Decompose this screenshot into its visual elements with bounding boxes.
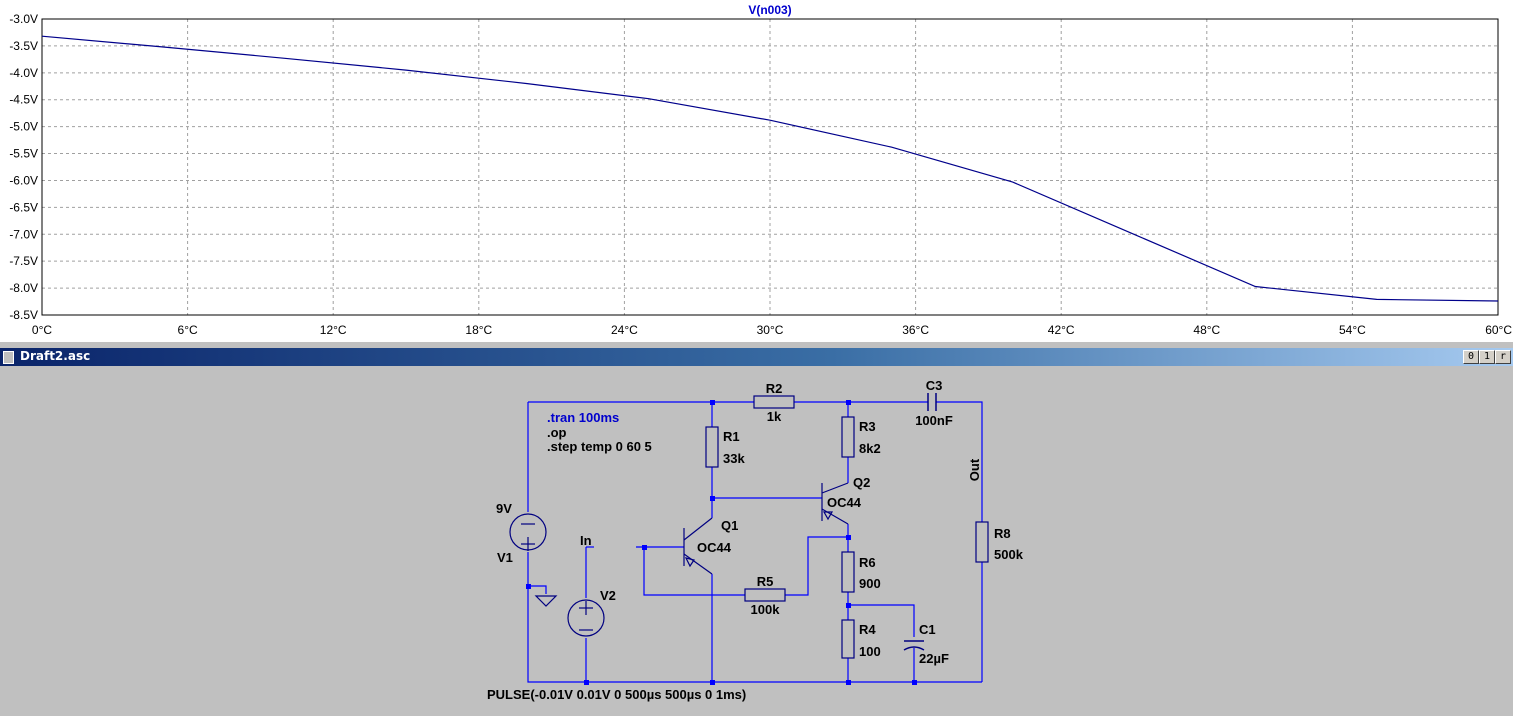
label-r4-value[interactable]: 100 [859, 644, 881, 659]
voltage-sources[interactable] [509, 513, 605, 637]
y-axis-ticks: -3.0V -3.5V -4.0V -4.5V -5.0V -5.5V -6.0V -6.5V… [9, 12, 38, 322]
transistor-q2-emitter-arrow [822, 511, 834, 521]
x-tick-label: 6°C [178, 323, 198, 337]
transistors[interactable] [683, 482, 849, 575]
label-r6-value[interactable]: 900 [859, 576, 881, 591]
label-r6-name[interactable]: R6 [859, 555, 876, 570]
resistor-r2-symbol [753, 395, 795, 409]
y-tick-label: -4.0V [9, 66, 38, 80]
label-r5-name[interactable]: R5 [757, 574, 774, 589]
label-v2-name[interactable]: V2 [600, 588, 616, 603]
resistor-r5-symbol [744, 588, 786, 602]
capacitor-c1-plate-b [903, 646, 925, 651]
x-tick-label: 60°C [1485, 323, 1512, 337]
y-tick-label: -7.5V [9, 254, 38, 268]
plot-grid [42, 19, 1498, 315]
label-q2-value[interactable]: OC44 [827, 495, 862, 510]
label-r8-value[interactable]: 500k [994, 547, 1024, 562]
resistors[interactable] [705, 395, 989, 659]
label-r2-name[interactable]: R2 [766, 381, 783, 396]
label-c3-name[interactable]: C3 [926, 378, 943, 393]
schematic-editor[interactable]: .tran 100ms .op .step temp 0 60 5 R1 33k… [0, 366, 1513, 711]
x-axis-ticks: 0°C 6°C 12°C 18°C 24°C 30°C 36°C 42°C 48°C 54°C 60… [32, 323, 1512, 337]
trace-title[interactable]: V(n003) [748, 3, 791, 17]
label-r2-value[interactable]: 1k [767, 409, 782, 424]
x-tick-label: 48°C [1193, 323, 1220, 337]
plot-frame [41, 18, 1499, 316]
label-r1-name[interactable]: R1 [723, 429, 740, 444]
resistor-r4-symbol [841, 619, 855, 659]
resistor-r3-symbol [841, 416, 855, 458]
label-c1-value[interactable]: 22µF [919, 651, 949, 666]
y-tick-label: -3.0V [9, 12, 38, 26]
resistor-r8-symbol [975, 521, 989, 563]
y-tick-label: -8.0V [9, 281, 38, 295]
label-q2-name[interactable]: Q2 [853, 475, 870, 490]
y-tick-label: -3.5V [9, 39, 38, 53]
maximize-button[interactable]: 1 [1479, 350, 1495, 364]
label-r3-name[interactable]: R3 [859, 419, 876, 434]
label-r8-name[interactable]: R8 [994, 526, 1011, 541]
ground-symbol[interactable] [534, 595, 558, 607]
label-r1-value[interactable]: 33k [723, 451, 745, 466]
y-tick-label: -5.0V [9, 120, 38, 134]
label-v2-value[interactable]: PULSE(-0.01V 0.01V 0 500µs 500µs 0 1ms) [487, 687, 746, 702]
label-v1-value[interactable]: 9V [496, 501, 512, 516]
x-tick-label: 24°C [611, 323, 638, 337]
label-q1-value[interactable]: OC44 [697, 540, 732, 555]
window-title: Draft2.asc [20, 349, 91, 363]
x-tick-label: 0°C [32, 323, 52, 337]
y-tick-label: -7.0V [9, 227, 38, 241]
x-tick-label: 42°C [1048, 323, 1075, 337]
label-v1-name[interactable]: V1 [497, 550, 513, 565]
y-tick-label: -5.5V [9, 147, 38, 161]
x-tick-label: 36°C [902, 323, 929, 337]
junction-dots [526, 400, 917, 685]
net-label-in[interactable]: In [580, 533, 592, 548]
schematic-window-titlebar[interactable]: Draft2.asc 0 1 r [0, 348, 1513, 366]
resistor-r6-symbol [841, 551, 855, 593]
y-tick-label: -8.5V [9, 308, 38, 322]
source-v2-symbol [567, 599, 605, 637]
x-tick-label: 54°C [1339, 323, 1366, 337]
label-c3-value[interactable]: 100nF [915, 413, 953, 428]
net-label-out[interactable]: Out [967, 458, 982, 481]
schematic-document-icon[interactable] [3, 351, 14, 364]
wires[interactable] [527, 401, 983, 683]
resistor-r1-symbol [705, 426, 719, 468]
transistor-q1-emitter-arrow [684, 557, 695, 568]
minimize-button[interactable]: 0 [1463, 350, 1479, 364]
label-r3-value[interactable]: 8k2 [859, 441, 881, 456]
label-r4-name[interactable]: R4 [859, 622, 876, 637]
x-tick-label: 30°C [757, 323, 784, 337]
y-tick-label: -4.5V [9, 93, 38, 107]
label-r5-value[interactable]: 100k [751, 602, 781, 617]
waveform-viewer[interactable]: -3.0V -3.5V -4.0V -4.5V -5.0V -5.5V -6.0V -6.5V… [0, 0, 1513, 342]
directive-op[interactable]: .op [547, 425, 567, 440]
schematic-canvas[interactable]: .tran 100ms .op .step temp 0 60 5 R1 33k… [0, 366, 1513, 711]
y-tick-label: -6.5V [9, 200, 38, 214]
directive-tran[interactable]: .tran 100ms [547, 410, 619, 425]
x-tick-label: 18°C [465, 323, 492, 337]
trace-v-n003[interactable] [41, 35, 1499, 302]
waveform-plot[interactable]: -3.0V -3.5V -4.0V -4.5V -5.0V -5.5V -6.0V -6.5V… [0, 0, 1513, 342]
y-tick-label: -6.0V [9, 173, 38, 187]
spice-directives[interactable]: .tran 100ms .op .step temp 0 60 5 [547, 410, 652, 454]
label-q1-name[interactable]: Q1 [721, 518, 738, 533]
close-button[interactable]: r [1495, 350, 1511, 364]
x-tick-label: 12°C [320, 323, 347, 337]
component-labels[interactable]: R1 33k R2 1k R3 8k2 C3 100nF Q2 OC44 Q1 … [487, 378, 1024, 702]
capacitors[interactable] [903, 393, 937, 651]
label-c1-name[interactable]: C1 [919, 622, 936, 637]
directive-step[interactable]: .step temp 0 60 5 [547, 439, 652, 454]
